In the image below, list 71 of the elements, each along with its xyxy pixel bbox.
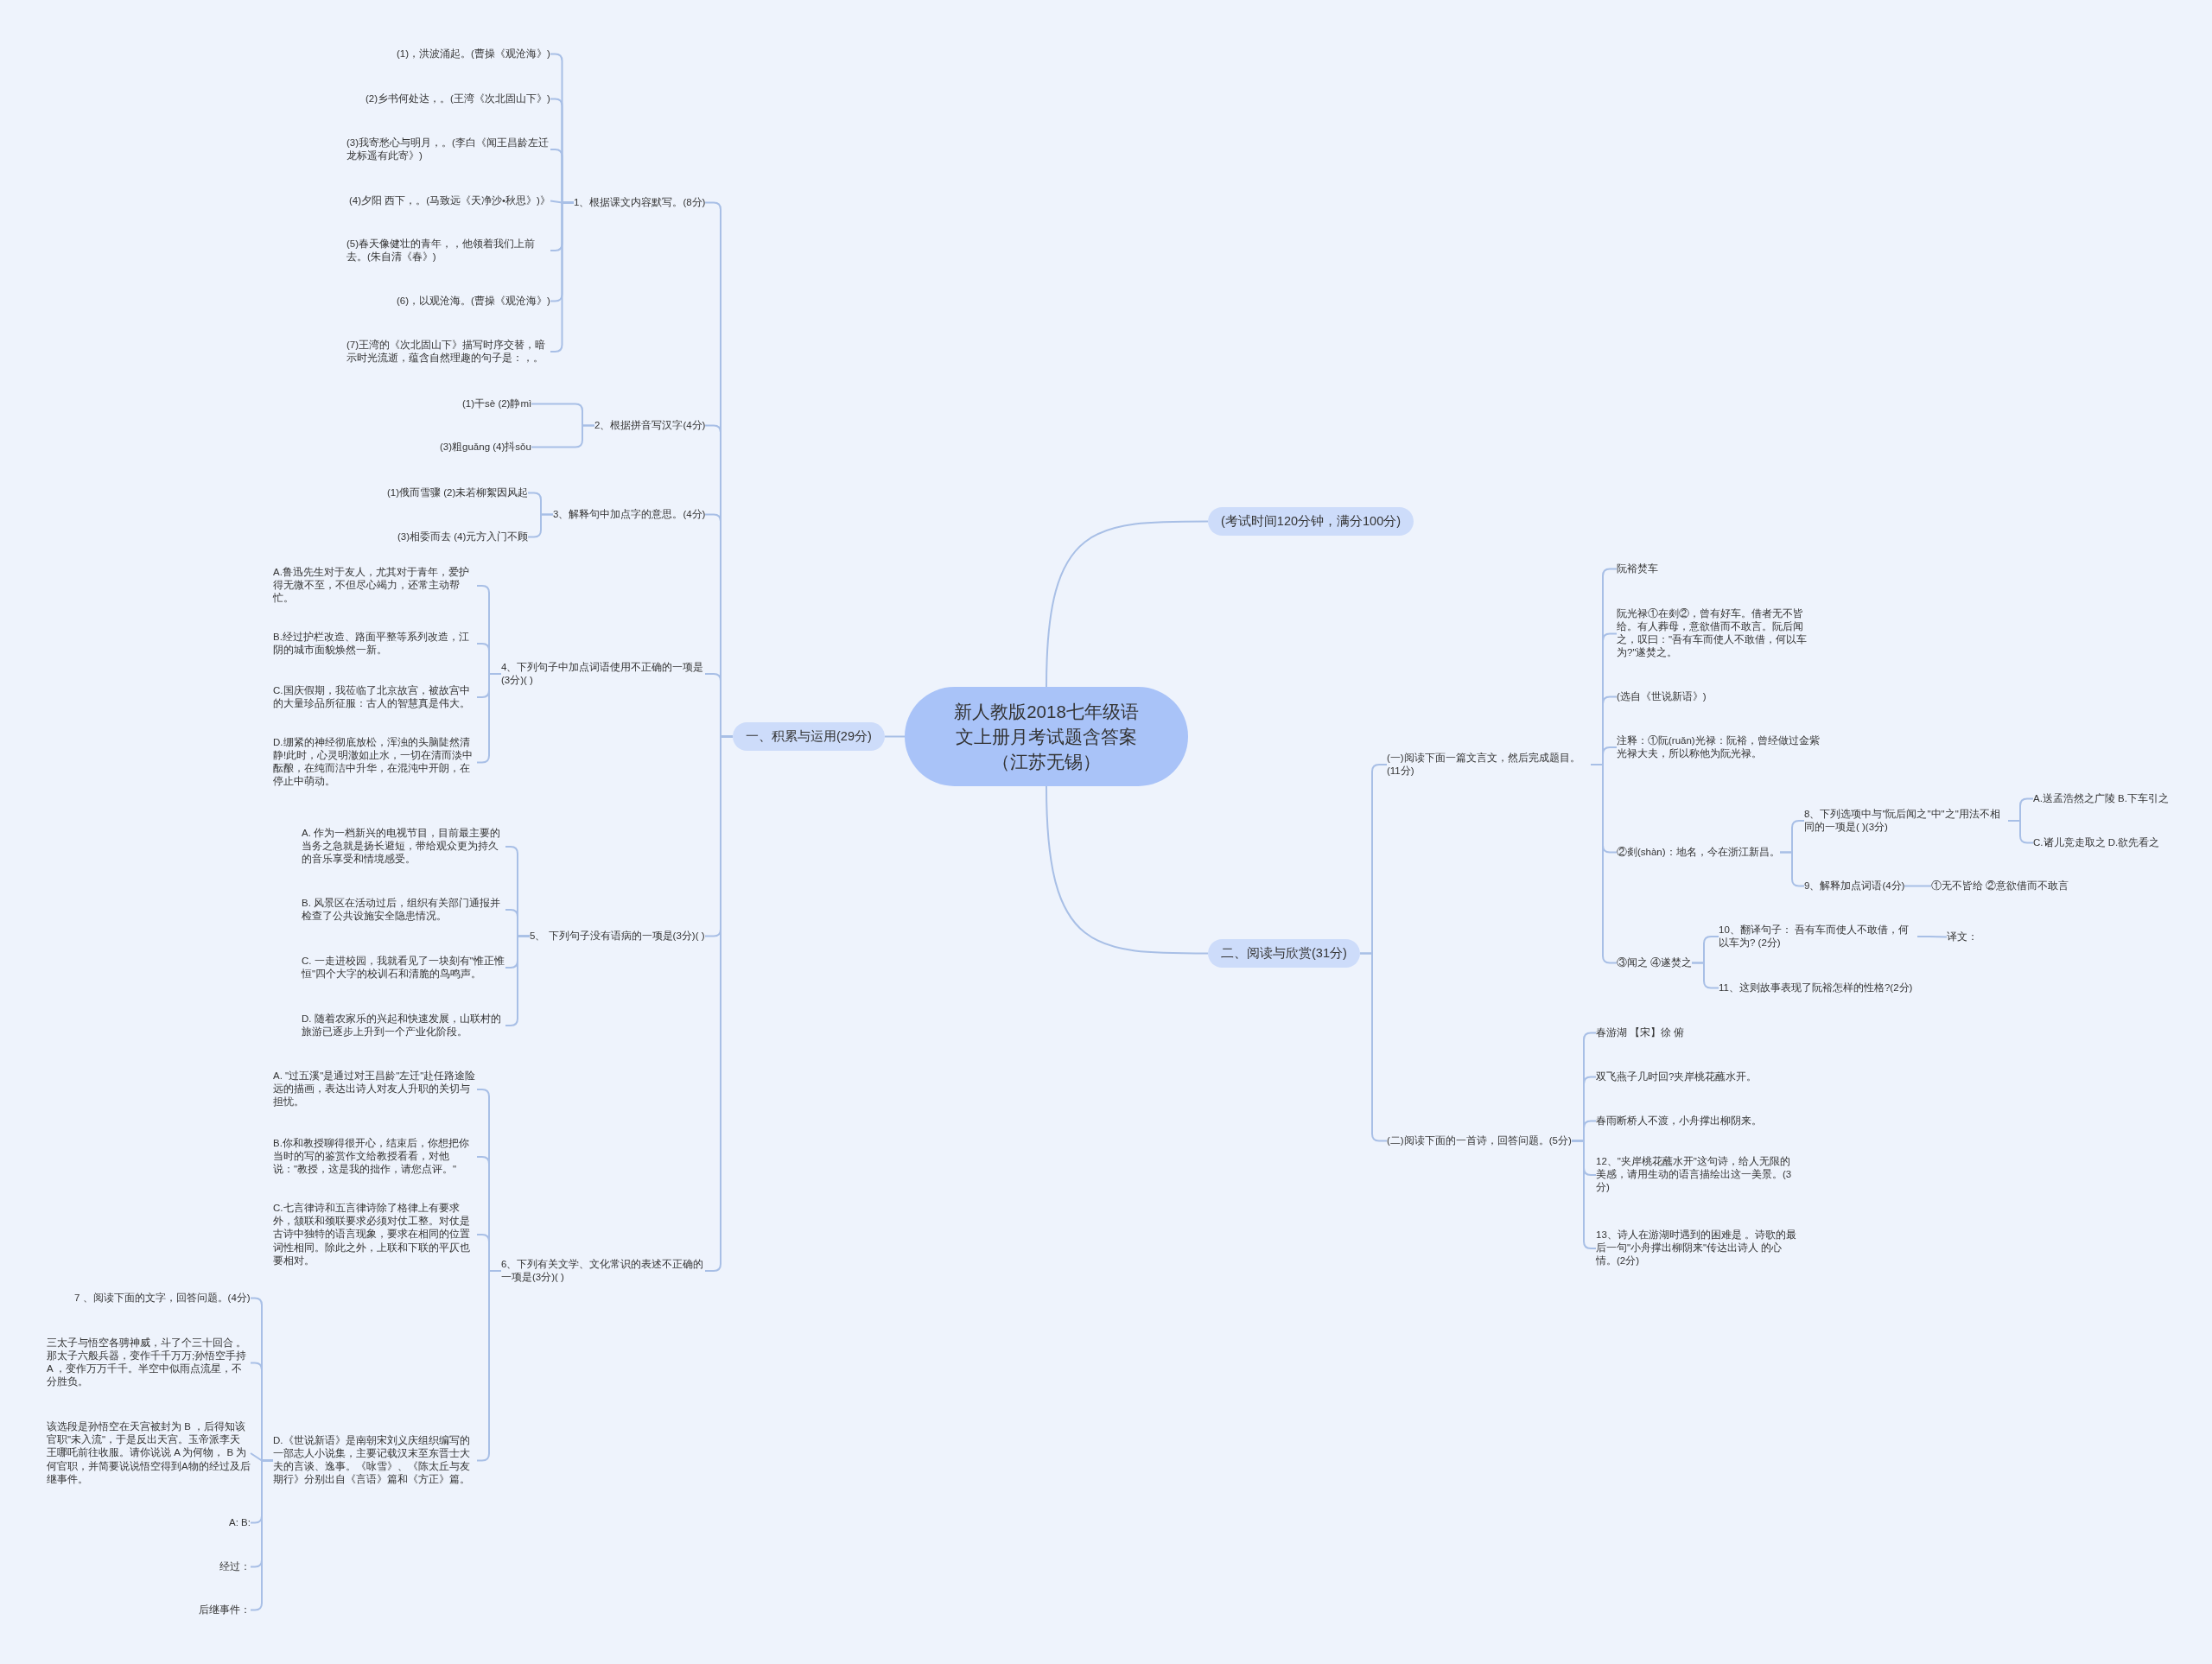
topic-text: (3)我寄愁心与明月，。(李白《闻王昌龄左迁龙标遥有此寄》)	[346, 137, 550, 163]
topic-text: 10、翻译句子： 吾有车而使人不敢借，何以车为? (2分)	[1719, 924, 1917, 950]
topic-text: 4、下列句子中加点词语使用不正确的一项是(3分)( )	[501, 661, 705, 688]
connector-line	[1691, 962, 1719, 989]
topic-text: D.《世说新语》是南朝宋刘义庆组织编写的一部志人小说集，主要记载汉末至东晋士大夫的言谈、逸事。《咏雪》、《陈太丘与友期行》分别出自《言语》篇和《方正》篇。	[273, 1433, 477, 1487]
central-topic: 新人教版2018七年级语文上册月考试题含答案（江苏无锡）	[905, 686, 1188, 786]
topic-text: 5、 下列句子没有语病的一项是(3分)( )	[530, 929, 705, 943]
topic-text: 三太子与悟空各骋神威，斗了个三十回合 。那太子六般兵器，变作千千万万;孙悟空手持 A ，变作万万千千。半空中似雨点流星，不分胜负。	[47, 1336, 251, 1389]
topic-text: C. 一走进校园，我就看见了一块刻有"惟正惟恒"四个大字的校训石和清脆的鸟鸣声。	[302, 955, 505, 981]
topic-text: B. 风景区在活动过后，组织有关部门通报并检查了公共设施安全隐患情况。	[302, 897, 505, 924]
topic-text: (3)粗guǎng (4)抖sǒu	[440, 440, 531, 454]
topic-text: (选自《世说新语》)	[1617, 689, 1707, 703]
topic-text: 后继事件：	[199, 1603, 251, 1616]
connector-line	[527, 513, 554, 538]
topic-text: A.送孟浩然之广陵 B.下车引之	[2033, 791, 2169, 805]
topic-text: ②剡(shàn)：地名，今在浙江新昌。	[1617, 845, 1780, 859]
topic-text: 8、下列选项中与"阮后闻之"中"之"用法不相同的一项是( )(3分)	[1804, 808, 2008, 835]
topic-text: A.鲁迅先生对于友人，尤其对于青年，爱护得无微不至，不但尽心竭力，还常主动帮忙。	[273, 566, 477, 606]
topic-text: 阮光禄①在剡②，曾有好车。借者无不皆给。有人葬母，意欲借而不敢言。阮后闻之，叹曰："吾有车而使人不敢借，何以车为?"遂焚之。	[1617, 607, 1821, 660]
topic-text: (1)俄而雪骤 (2)未若柳絮因风起	[387, 486, 529, 499]
topic-text: (二)阅读下面的一首诗，回答问题。(5分)	[1387, 1134, 1572, 1147]
topic-text: 春游湖 【宋】徐 俯	[1596, 1026, 1685, 1039]
connector-line	[1046, 520, 1209, 688]
topic-text: (7)王湾的《次北固山下》描写时序交替，暗示时光流逝，蕴含自然理趣的句子是：，。	[346, 339, 550, 365]
topic-text: 阮裕焚车	[1617, 562, 1658, 575]
topic-text: 春雨断桥人不渡，小舟撑出柳阴来。	[1596, 1114, 1762, 1127]
connector-line	[1779, 851, 1805, 887]
topic-text: B.经过护栏改造、路面平整等系列改造，江阴的城市面貌焕然一新。	[273, 631, 477, 657]
topic-text: (6)，以观沧海。(曹操《观沧海》)	[397, 294, 550, 308]
topic-text: (1)，洪波涌起。(曹操《观沧海》)	[397, 47, 550, 60]
topic-text: C.七言律诗和五言律诗除了格律上有要求外，颔联和颈联要求必须对仗工整。对仗是古诗中独特的语言现象，要求在相同的位置词性相同。除此之外，上联和下联的平仄也要相对。	[273, 1202, 477, 1267]
topic-text: 1、根据课文内容默写。(8分)	[574, 195, 706, 209]
topic-text: C.诸儿竞走取之 D.欲先看之	[2033, 835, 2160, 849]
branch-topic: (考试时间120分钟，满分100分)	[1208, 506, 1414, 536]
topic-text: B.你和教授聊得很开心，结束后，你想把你当时的写的鉴赏作文给教授看看，对他说："教授，这是我的拙作，请您点评。"	[273, 1137, 477, 1177]
topic-text: 12、"夹岸桃花蘸水开"这句诗，给人无限的美感，请用生动的语言描绘出这一美景。(3分)	[1596, 1155, 1800, 1195]
branch-topic: 二、阅读与欣赏(31分)	[1208, 938, 1360, 968]
topic-text: (一)阅读下面一篇文言文，然后完成题目。(11分)	[1387, 752, 1591, 778]
topic-text: 2、根据拼音写汉字(4分)	[594, 418, 706, 432]
topic-text: 注释：①阮(ruǎn)光禄：阮裕，曾经做过金紫光禄大夫，所以称他为阮光禄。	[1617, 734, 1821, 761]
topic-text: 7 、阅读下面的文字，回答问题。(4分)	[74, 1291, 251, 1305]
topic-text: D.绷紧的神经彻底放松，浑浊的头脑陡然清静!此时，心灵明澈如止水，一切在清而淡中酝酿，在纯而洁中升华，在混沌中开朗，在停止中萌动。	[273, 735, 477, 789]
topic-text: A. "过五溪"是通过对王昌龄"左迁"赴任路途险远的描画，表达出诗人对友人升职的关切与担忧。	[273, 1070, 477, 1109]
topic-text: 11、这则故事表现了阮裕怎样的性格?(2分)	[1719, 981, 1913, 994]
connector-line	[884, 735, 906, 738]
topic-text: C.国庆假期，我莅临了北京故宫，被故宫中的大量珍品所征服：古人的智慧真是伟大。	[273, 684, 477, 711]
topic-text: 译文：	[1947, 930, 1978, 943]
topic-text: A: B:	[229, 1515, 251, 1529]
topic-text: 9、解释加点词语(4分)	[1804, 879, 1905, 892]
topic-text: 13、诗人在游湖时遇到的困难是 。诗歌的最后一句"小舟撑出柳阴来"传达出诗人 的心情。(2分)	[1596, 1229, 1800, 1268]
topic-text: (4)夕阳 西下，。(马致远《天净沙•秋思》)》	[349, 194, 550, 207]
topic-text: ①无不皆给 ②意欲借而不敢言	[1931, 879, 2069, 892]
topic-text: (3)相委而去 (4)元方入门不顾	[397, 530, 529, 543]
topic-text: 该选段是孙悟空在天宫被封为 B ，后得知该官职"未入流"，于是反出天宫。玉帝派李天王哪吒前往收服。请你说说 A 为何物， B 为何官职，并简要说说悟空得到A物的经过及后继事件。	[47, 1420, 251, 1486]
topic-text: A. 作为一档新兴的电视节目，目前最主要的当务之急就是扬长避短，带给观众更为持久的音乐享受和情境感受。	[302, 827, 505, 867]
topic-text: (1)干sè (2)静mì	[462, 397, 532, 410]
connector-line	[1904, 885, 1932, 887]
topic-text: D. 随着农家乐的兴起和快速发展，山联村的旅游已逐步上升到一个产业化阶段。	[302, 1013, 505, 1039]
connector-line	[2007, 820, 2034, 844]
topic-text: ③闻之 ④遂焚之	[1617, 956, 1693, 969]
topic-text: (2)乡书何处达，。(王湾《次北固山下》)	[365, 92, 550, 105]
connector-line	[1916, 936, 1948, 938]
connector-line	[531, 424, 595, 448]
connector-line	[1046, 785, 1209, 955]
connector-line	[250, 1459, 274, 1611]
branch-topic: 一、积累与运用(29分)	[733, 721, 885, 751]
topic-text: 双飞燕子几时回?夹岸桃花蘸水开。	[1596, 1070, 1758, 1083]
topic-text: 6、下列有关文学、文化常识的表述不正确的一项是(3分)( )	[501, 1258, 705, 1285]
topic-text: (5)春天像健壮的青年，，他领着我们上前去。(朱自清《春》)	[346, 238, 550, 264]
topic-text: 3、解释句中加点字的意思。(4分)	[553, 507, 706, 521]
topic-text: 经过：	[219, 1559, 251, 1573]
